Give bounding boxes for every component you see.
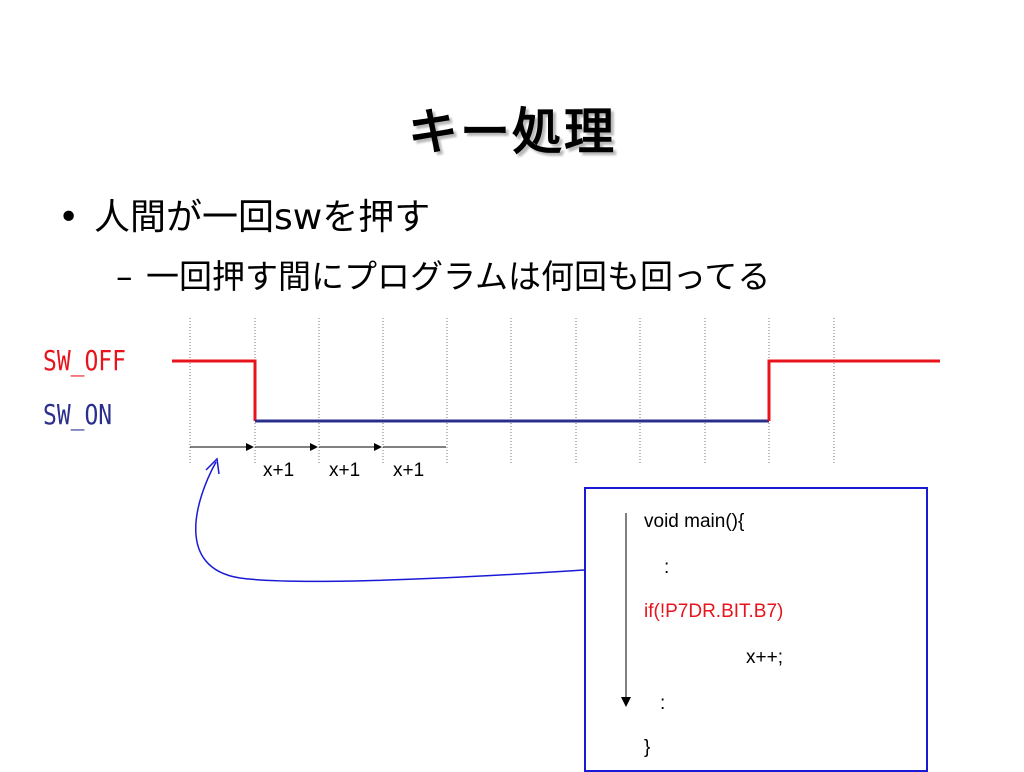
- grid-lines: [189, 318, 835, 463]
- off-signal-left: [172, 359, 257, 421]
- bullet-marker: •: [58, 197, 80, 238]
- loop-pointer-arrow: [195, 461, 585, 583]
- code-line-condition: if(!P7DR.BIT.B7): [644, 601, 784, 622]
- sw-off-label: SW_OFF: [43, 344, 126, 377]
- increment-label: x+1: [393, 460, 425, 481]
- execution-flow-arrow: [621, 513, 631, 707]
- sub-bullet-item: – 一回押す間にプログラムは何回も回ってる: [116, 250, 770, 298]
- code-line-main: void main(){: [644, 511, 745, 532]
- code-line-ellipsis: :: [664, 557, 670, 578]
- sub-bullet-marker: –: [116, 257, 133, 296]
- increment-label: x+1: [263, 460, 295, 481]
- code-line-ellipsis: :: [660, 693, 666, 714]
- loop-pointer-arrowhead: [205, 457, 220, 475]
- bullet-item: • 人間が一回swを押す: [58, 188, 430, 240]
- sub-bullet-text: 一回押す間にプログラムは何回も回ってる: [146, 257, 771, 296]
- off-signal-right: [767, 359, 940, 421]
- sw-on-label: SW_ON: [43, 398, 113, 431]
- code-line-close-brace: }: [644, 737, 651, 758]
- increment-label: x+1: [329, 460, 361, 481]
- slide-title: キー処理: [408, 103, 616, 161]
- code-box: void main(){ : if(!P7DR.BIT.B7) x++; : }: [584, 487, 928, 772]
- code-line-increment: x++;: [746, 647, 783, 668]
- bullet-text: 人間が一回swを押す: [94, 197, 431, 238]
